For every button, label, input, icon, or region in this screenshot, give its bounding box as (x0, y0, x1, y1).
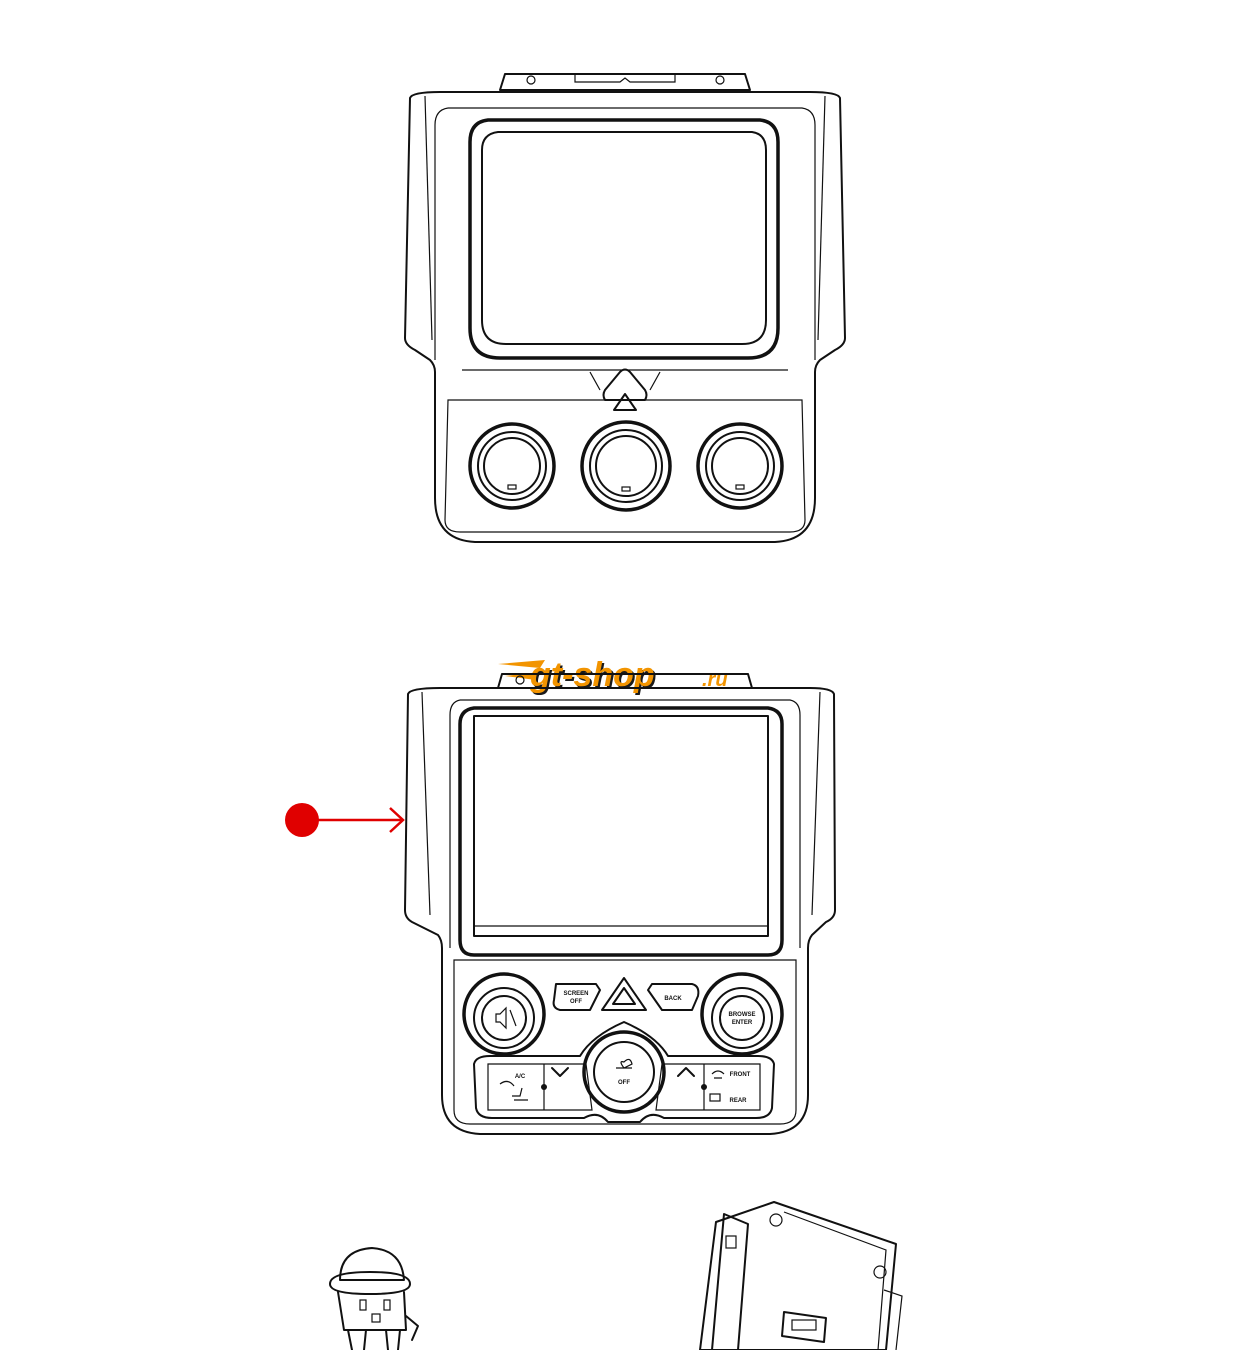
ac-button: A/C (512, 1074, 528, 1101)
upper-bezel-top-clip (499, 73, 751, 91)
rear-defrost-icon (709, 1093, 721, 1102)
switch-dome (339, 1247, 405, 1281)
front-defrost-button: FRONT (711, 1070, 751, 1079)
callout-pointer (285, 803, 405, 837)
temp-up-chevron-icon (677, 1067, 695, 1077)
rear-defrost-button: REAR (709, 1093, 747, 1104)
push-switch-part (329, 1247, 419, 1350)
lower-hazard-button (601, 977, 647, 1011)
lower-bezel-housing (404, 687, 836, 1135)
fan-control-knob: OFF (582, 1030, 666, 1114)
module-housing (699, 1201, 897, 1350)
enter-label: ENTER (732, 1020, 753, 1026)
module-usb-port (781, 1311, 827, 1343)
upper-knob-center (580, 420, 672, 512)
upper-bezel-housing (404, 91, 846, 543)
watermark-brand: gt-shop (531, 658, 657, 696)
lower-knob-browse-enter: BROWSE ENTER (700, 972, 784, 1056)
back-label: BACK (664, 996, 682, 1002)
lower-knob-volume (462, 972, 546, 1056)
climate-panel-outline (473, 1021, 775, 1123)
rear-label: REAR (729, 1098, 747, 1104)
back-button: BACK (647, 983, 700, 1011)
lower-screen-glass (473, 715, 769, 937)
arrow-right-icon (389, 807, 405, 833)
fan-icon (616, 1058, 633, 1069)
screen-label: SCREEN (563, 991, 588, 997)
mute-speaker-icon (495, 1006, 517, 1030)
upper-knob-left (468, 422, 556, 510)
upper-screen-glass (481, 131, 767, 345)
lower-screen-frame (458, 706, 784, 957)
module-side-bracket (711, 1213, 749, 1350)
watermark-logo: gt-shop gt-shop .ru (498, 656, 728, 696)
fan-off-label: OFF (618, 1080, 630, 1086)
electronic-module-part (699, 1201, 903, 1350)
upper-screen-frame (468, 118, 780, 360)
front-label: FRONT (730, 1072, 751, 1078)
seat-heat-icon (512, 1087, 528, 1101)
airflow-mode-icon (499, 1080, 515, 1087)
front-defrost-icon (711, 1070, 725, 1079)
ac-label: A/C (515, 1074, 526, 1080)
callout-dot (285, 803, 319, 837)
temp-down-chevron-icon (551, 1067, 569, 1077)
browse-label: BROWSE (729, 1012, 756, 1018)
lower-bezel-assembly: BROWSE ENTER SCREEN OFF BACK (404, 673, 836, 1135)
upper-bezel-assembly (404, 73, 846, 543)
off-label: OFF (570, 999, 582, 1005)
screen-off-button: SCREEN OFF (552, 983, 601, 1011)
upper-knob-right (696, 422, 784, 510)
upper-hazard-button (602, 368, 648, 411)
